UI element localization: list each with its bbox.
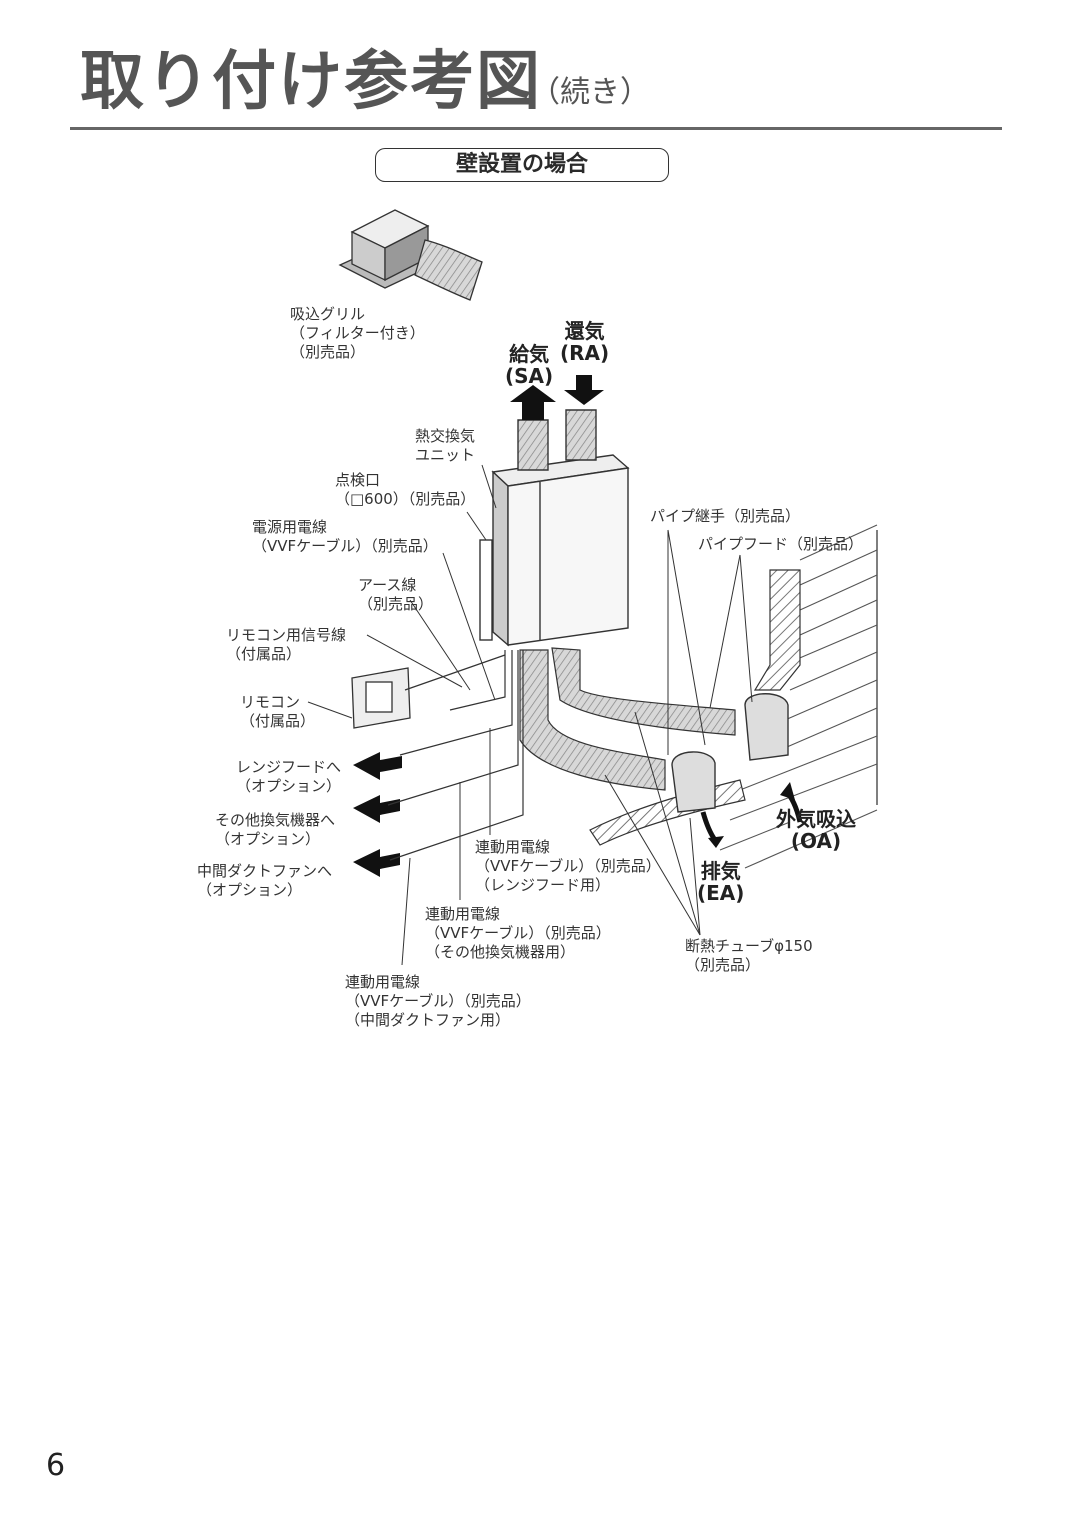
pipe-hoods: [671, 693, 789, 813]
page-subtitle: （続き）: [530, 75, 650, 110]
remote-control-illustration: [351, 667, 411, 729]
label-outdoor-intake: 外気吸込 (OA): [776, 807, 856, 853]
label-exhaust: 排気 (EA): [697, 859, 745, 905]
label-link-cable-fan: 連動用電線 （VVFケーブル）（別売品） （中間ダクトファン用）: [345, 973, 531, 1029]
heat-exchanger-unit: [479, 409, 630, 647]
label-power-cable: 電源用電線 （VVFケーブル）（別売品）: [252, 518, 438, 555]
intake-grille-illustration: [338, 209, 483, 301]
label-remote-control: リモコン （付属品）: [240, 693, 316, 730]
label-heat-exchanger-unit: 熱交換気 ユニット: [415, 427, 476, 464]
label-pipe-hood: パイプフード（別売品）: [698, 535, 864, 553]
page-title: 取り付け参考図: [80, 45, 542, 119]
label-inspection-port: 点検口 （□600）（別売品）: [335, 471, 476, 508]
label-pipe-joint: パイプ継手（別売品）: [650, 507, 801, 525]
airflow-arrows: [353, 375, 604, 877]
label-insulation-tube: 断熱チューブφ150 （別売品）: [685, 937, 813, 974]
label-link-cable-range: 連動用電線 （VVFケーブル）（別売品） （レンジフード用）: [475, 838, 661, 894]
cables: [387, 650, 524, 861]
section-title: 壁設置の場合: [375, 148, 669, 182]
leader-lines: [307, 464, 753, 966]
label-remote-signal-wire: リモコン用信号線 （付属品）: [226, 626, 347, 663]
label-range-hood: レンジフードへ （オプション）: [236, 758, 342, 795]
label-other-ventilation: その他換気機器へ （オプション）: [215, 811, 336, 848]
label-intake-grille: 吸込グリル （フィルター付き） （別売品）: [290, 305, 425, 361]
title-divider: [70, 127, 1002, 130]
outer-wall: [719, 524, 878, 869]
label-duct-fan: 中間ダクトファンへ （オプション）: [197, 862, 333, 899]
label-supply-air: 給気 (SA): [505, 342, 554, 388]
label-ground-wire: アース線 （別売品）: [358, 576, 434, 613]
label-return-air: 還気 (RA): [560, 319, 610, 365]
exhaust-arrow: [700, 811, 718, 842]
label-link-cable-other: 連動用電線 （VVFケーブル）（別売品） （その他換気機器用）: [425, 905, 611, 961]
page-number: 6: [46, 1448, 66, 1483]
